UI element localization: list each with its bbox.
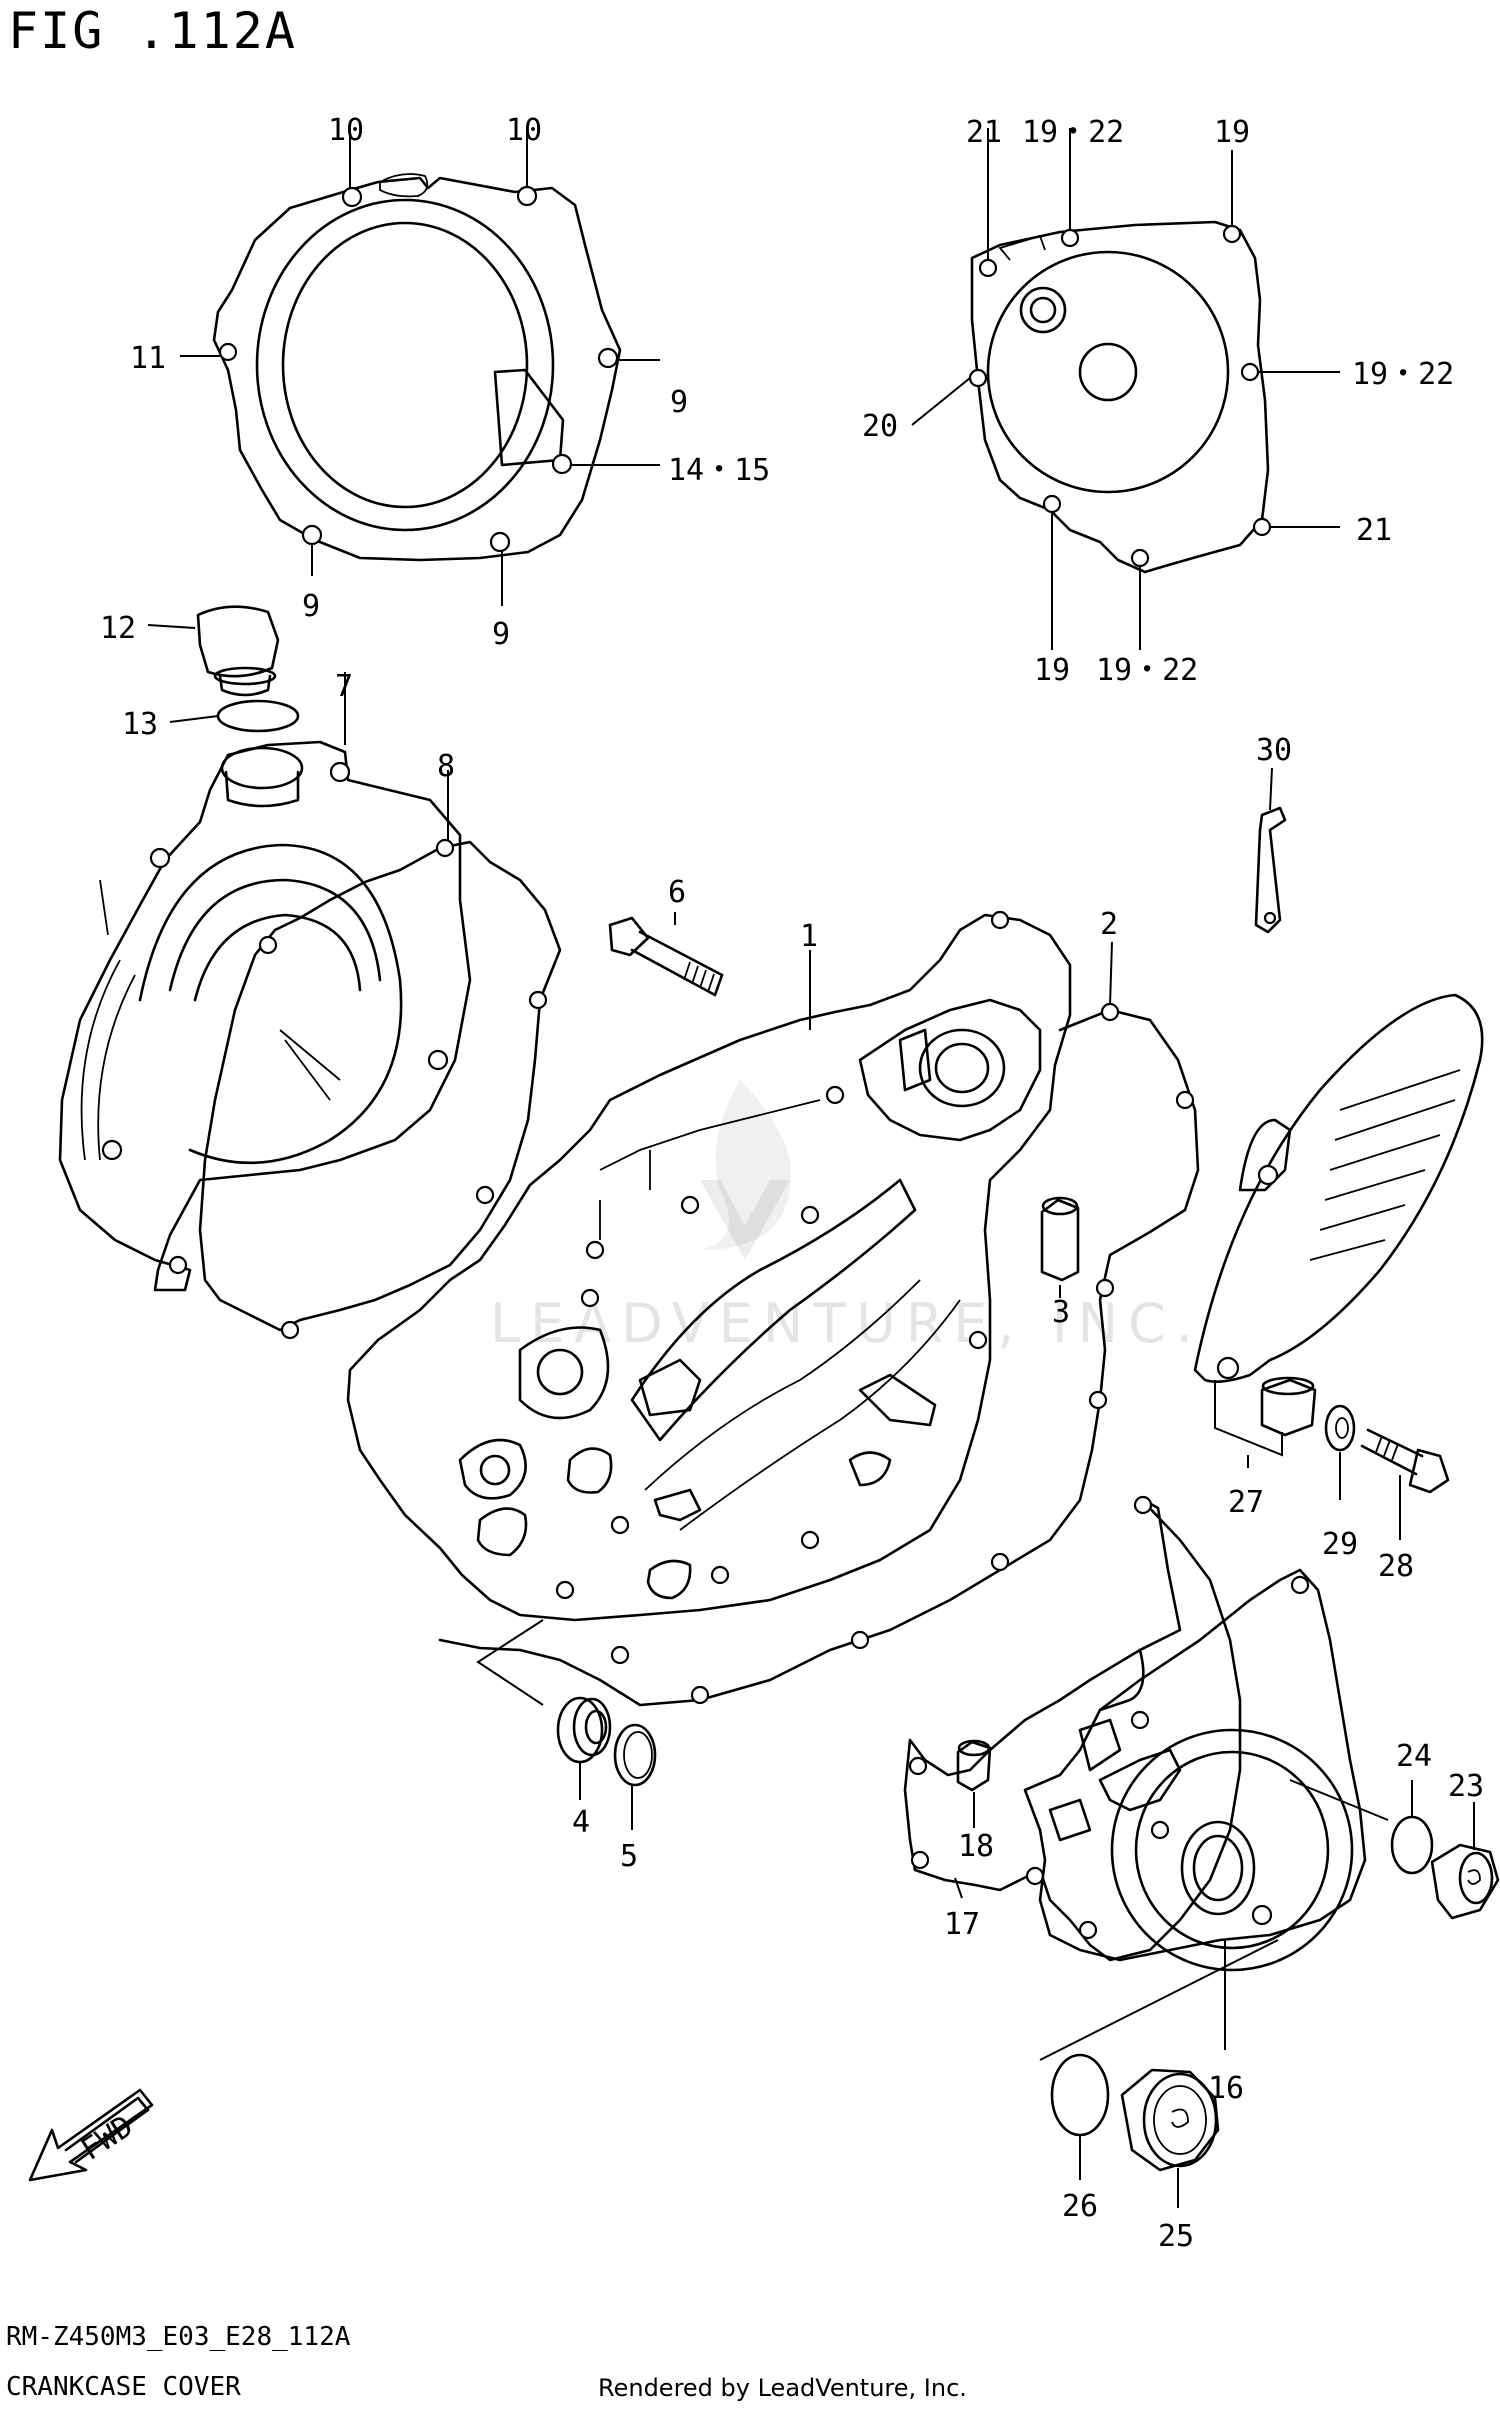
callout-9: 9 [670, 385, 688, 420]
leader-lines [147, 128, 1475, 2208]
callout-9: 9 [302, 589, 320, 624]
o-ring-24 [1390, 1815, 1434, 1875]
callout-30: 30 [1256, 733, 1292, 768]
callout-9: 9 [492, 617, 510, 652]
callout-2: 2 [1100, 907, 1118, 942]
callout-10: 10 [506, 113, 542, 148]
bolt-6 [608, 916, 724, 997]
callout-7: 7 [335, 669, 353, 704]
callout-labels: 10 10 11 9 14・15 9 9 12 13 7 8 6 1 2 3 4… [100, 113, 1484, 2254]
spacer-27 [1260, 1376, 1317, 1437]
washer-29 [1324, 1404, 1356, 1452]
o-ring-26 [1050, 2053, 1110, 2137]
o-ring-13 [216, 699, 300, 733]
clip-30 [1254, 806, 1287, 934]
callout-3: 3 [1052, 1295, 1070, 1330]
fwd-text: FWD [75, 2109, 140, 2168]
callout-1: 1 [800, 919, 818, 954]
bolt-28 [1360, 1428, 1450, 1494]
section-name: CRANKCASE COVER [6, 2372, 241, 2402]
callout-25: 25 [1158, 2219, 1194, 2254]
callout-21: 21 [1356, 513, 1392, 548]
callout-19: 19 [1034, 653, 1070, 688]
callout-5: 5 [620, 1839, 638, 1874]
plug-25 [1120, 2068, 1220, 2172]
callout-16: 16 [1208, 2071, 1244, 2106]
callout-18: 18 [958, 1829, 994, 1864]
callout-17: 17 [944, 1907, 980, 1942]
callout-24: 24 [1396, 1739, 1432, 1774]
dowel-pin-18 [956, 1739, 992, 1792]
figure-title: FIG .112A [8, 2, 297, 60]
plug-23 [1430, 1843, 1500, 1920]
callout-19-22: 19・22 [1096, 653, 1198, 688]
callout-11: 11 [130, 341, 166, 376]
callout-20: 20 [862, 409, 898, 444]
oil-filler-cap [196, 605, 280, 697]
dowel-pin-3 [1040, 1196, 1080, 1282]
render-credit: Rendered by LeadVenture, Inc. [598, 2374, 967, 2402]
callout-19-22: 19・22 [1022, 115, 1124, 150]
oil-seal-4 [556, 1696, 612, 1764]
clutch-cover [58, 740, 472, 1292]
generator-cover-gasket [903, 1495, 1242, 1962]
callout-19-22: 19・22 [1352, 357, 1454, 392]
fwd-direction-badge: FWD [28, 2088, 154, 2182]
callout-21: 21 [966, 115, 1002, 150]
callout-10: 10 [328, 113, 364, 148]
callout-14-15: 14・15 [668, 453, 770, 488]
callout-28: 28 [1378, 1549, 1414, 1584]
callout-29: 29 [1322, 1527, 1358, 1562]
callout-26: 26 [1062, 2189, 1098, 2224]
generator-cover [1023, 1568, 1367, 1972]
circlip-5 [613, 1723, 657, 1787]
clutch-cover-outer [212, 173, 622, 562]
model-code: RM-Z450M3_E03_E28_112A [6, 2322, 351, 2352]
callout-12: 12 [100, 611, 136, 646]
callout-27: 27 [1228, 1485, 1264, 1520]
crankcase-cover-gasket [438, 1002, 1200, 1707]
crankcase-cover [346, 910, 1072, 1622]
callout-8: 8 [437, 749, 455, 784]
inspection-cover-gasket [968, 220, 1272, 574]
callout-6: 6 [668, 875, 686, 910]
callout-23: 23 [1448, 1769, 1484, 1804]
clutch-cover-gasket [198, 838, 562, 1340]
callout-19: 19 [1214, 115, 1250, 150]
watermark-text: LEADVENTURE, INC. [490, 1292, 1203, 1355]
leadventure-watermark: LEADVENTURE, INC. [490, 1080, 1203, 1355]
callout-13: 13 [122, 707, 158, 742]
callout-4: 4 [572, 1805, 590, 1840]
chain-guard-27 [1193, 993, 1484, 1383]
